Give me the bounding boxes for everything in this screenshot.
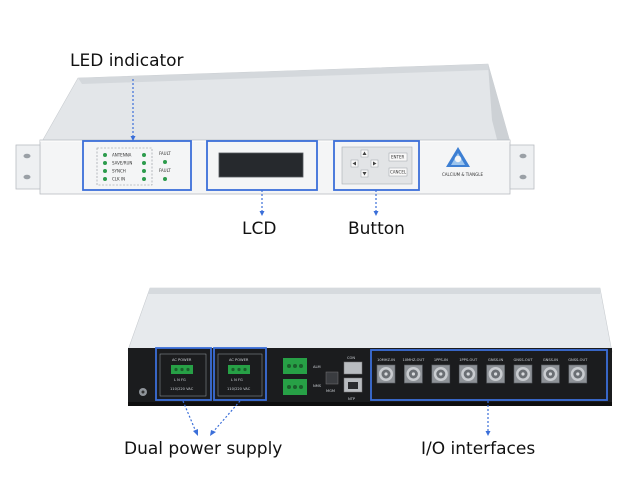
arrow-left-icon bbox=[352, 161, 356, 166]
rear-chassis-top bbox=[127, 287, 613, 353]
io-interfaces-box bbox=[370, 349, 608, 401]
arrow-keypad[interactable] bbox=[350, 149, 379, 178]
led-label: SAVE/RUN bbox=[112, 161, 132, 166]
console-port bbox=[343, 361, 363, 375]
aux-label: ALM bbox=[313, 365, 321, 369]
cancel-button-label: CANCEL bbox=[390, 170, 407, 175]
power-rating: 110/220 VAC bbox=[227, 387, 251, 391]
callout-io-interfaces: I/O interfaces bbox=[421, 439, 536, 459]
right-rack-ear bbox=[509, 144, 535, 190]
led-light bbox=[103, 169, 107, 173]
power-sub: L N FG bbox=[174, 378, 186, 382]
arrow-right-icon bbox=[373, 161, 377, 166]
led-column-left bbox=[103, 153, 146, 181]
io-label: 1PPS-OUT bbox=[459, 358, 478, 362]
led-label: CLK IN bbox=[112, 177, 125, 182]
led-light bbox=[103, 153, 107, 157]
enter-button-label: ENTER bbox=[391, 155, 404, 160]
rear-panel-illustration: AC POWER AC POWER L N FG L N FG 110/220 … bbox=[127, 287, 613, 436]
aux-label: MGM bbox=[326, 389, 335, 393]
power-rating: 110/220 VAC bbox=[170, 387, 194, 391]
bnc-connector-ring bbox=[521, 372, 525, 376]
led-label: ANTENNA bbox=[112, 153, 132, 158]
io-label: 10MHZ-IN bbox=[377, 358, 395, 362]
left-rack-ear bbox=[15, 144, 41, 190]
io-label: GNSS-OUT bbox=[513, 358, 533, 362]
enter-button[interactable] bbox=[388, 152, 408, 162]
rear-face bbox=[128, 348, 612, 404]
lcd-screen bbox=[218, 152, 304, 178]
arrow-down-icon bbox=[362, 172, 367, 176]
fault-label: FAULT bbox=[159, 151, 171, 156]
bnc-connector-ring bbox=[466, 372, 470, 376]
callout-button: Button bbox=[348, 219, 405, 239]
aux-label: NTP bbox=[348, 397, 356, 401]
aux-label: NMS bbox=[313, 384, 322, 388]
io-label: GNSS-IN bbox=[488, 358, 503, 362]
aux-label: CON bbox=[347, 356, 355, 360]
led-light bbox=[142, 161, 146, 165]
fault-led bbox=[163, 160, 167, 164]
io-label: 1PPS-IN bbox=[434, 358, 448, 362]
bnc-connector-ring bbox=[411, 372, 415, 376]
led-light bbox=[142, 153, 146, 157]
cancel-button[interactable] bbox=[388, 167, 408, 177]
callout-lcd: LCD bbox=[242, 219, 277, 239]
io-label: 10MHZ-OUT bbox=[402, 358, 425, 362]
arrow-up-icon bbox=[362, 151, 367, 155]
power-sub: L N FG bbox=[231, 378, 243, 382]
power-title: AC POWER bbox=[229, 358, 249, 362]
fault-led bbox=[163, 177, 167, 181]
led-light bbox=[142, 177, 146, 181]
callout-led-indicator: LED indicator bbox=[70, 51, 184, 71]
led-light bbox=[103, 161, 107, 165]
io-label: GNSS-OUT bbox=[568, 358, 588, 362]
led-light bbox=[103, 177, 107, 181]
brand-text: CALCIUM & TIANGLE bbox=[442, 172, 483, 177]
power-module-box bbox=[155, 347, 212, 401]
bnc-connector-ring bbox=[576, 372, 580, 376]
power-module-box bbox=[213, 347, 267, 401]
mgm-port bbox=[325, 371, 339, 385]
bnc-connector-ring bbox=[384, 372, 388, 376]
led-light bbox=[142, 169, 146, 173]
power-title: AC POWER bbox=[172, 358, 192, 362]
io-connectors: 10MHZ-IN 10MHZ-OUT 1PPS-IN 1PPS-OUT GNSS-IN G… bbox=[376, 358, 588, 384]
brand-logo-icon bbox=[446, 147, 470, 167]
front-panel-illustration: ANTENNA SAVE/RUN SYNCH CLK IN FAULT FAUL… bbox=[15, 63, 535, 216]
bnc-connector-ring bbox=[439, 372, 443, 376]
bnc-connector-ring bbox=[494, 372, 498, 376]
led-label: SYNCH bbox=[112, 169, 126, 174]
bnc-connector-ring bbox=[548, 372, 553, 376]
io-label: GNSS-IN bbox=[543, 358, 558, 362]
led-indicator-box bbox=[82, 140, 192, 191]
callout-dual-power-supply: Dual power supply bbox=[124, 439, 283, 459]
fault-label: FAULT bbox=[159, 168, 171, 173]
